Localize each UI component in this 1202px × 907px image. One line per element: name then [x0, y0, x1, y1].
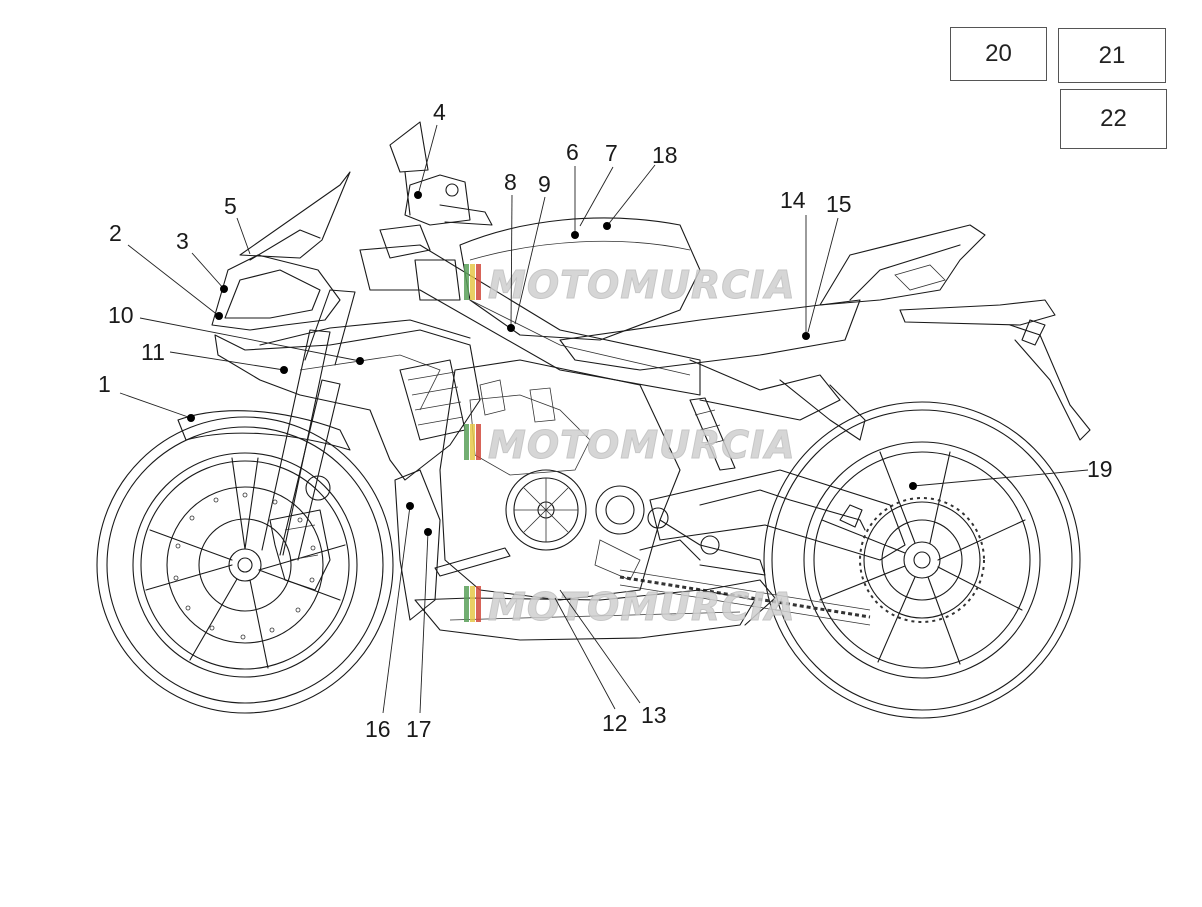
callout-labels: 1 2 3 4 5 6 7 8 9 10 11 12 13 14 15 16 1… [98, 99, 1113, 742]
ref-box-20: 20 [950, 27, 1047, 81]
rear-wheel [763, 401, 1081, 719]
svg-text:MOTOMURCIA: MOTOMURCIA [488, 423, 796, 467]
callout-8: 8 [504, 169, 517, 195]
watermark-bottom: MOTOMURCIA [464, 585, 796, 630]
callout-14: 14 [780, 187, 806, 213]
front-fork [177, 289, 356, 561]
front-wheel [96, 416, 394, 714]
engine [434, 359, 766, 601]
callout-dots [187, 191, 917, 536]
motorcycle-drawing [96, 121, 1091, 719]
callout-7: 7 [605, 140, 618, 166]
ref-box-21: 21 [1058, 28, 1166, 83]
callout-4: 4 [433, 99, 446, 125]
callout-11: 11 [141, 339, 165, 365]
ref-box-21-label: 21 [1098, 41, 1126, 69]
callout-15: 15 [826, 191, 852, 217]
ref-box-20-label: 20 [985, 40, 1012, 67]
svg-text:MOTOMURCIA: MOTOMURCIA [488, 585, 796, 629]
callout-16: 16 [365, 716, 391, 742]
callout-3: 3 [176, 228, 189, 254]
callout-19: 19 [1087, 456, 1113, 482]
callout-17: 17 [406, 716, 432, 742]
watermark-middle: MOTOMURCIA [464, 423, 796, 468]
swingarm [619, 469, 906, 626]
callout-5: 5 [224, 193, 237, 219]
callout-13: 13 [641, 702, 667, 728]
ref-box-22-label: 22 [1100, 105, 1127, 132]
front-fairing [211, 121, 481, 621]
callout-2: 2 [109, 220, 122, 246]
callout-1: 1 [98, 371, 111, 397]
callout-6: 6 [566, 139, 579, 165]
handlebar [379, 174, 493, 259]
callout-10: 10 [108, 302, 134, 328]
callout-9: 9 [538, 171, 551, 197]
ref-box-22: 22 [1060, 89, 1167, 149]
watermark-group: MOTOMURCIA MOTOMURCIA MOTOMURCIA [464, 263, 796, 630]
watermark-top: MOTOMURCIA [464, 263, 796, 308]
leader-lines [119, 124, 1089, 714]
callout-12: 12 [602, 710, 628, 736]
belly-pan [414, 579, 776, 641]
callout-18: 18 [652, 142, 678, 168]
svg-text:MOTOMURCIA: MOTOMURCIA [488, 263, 796, 307]
